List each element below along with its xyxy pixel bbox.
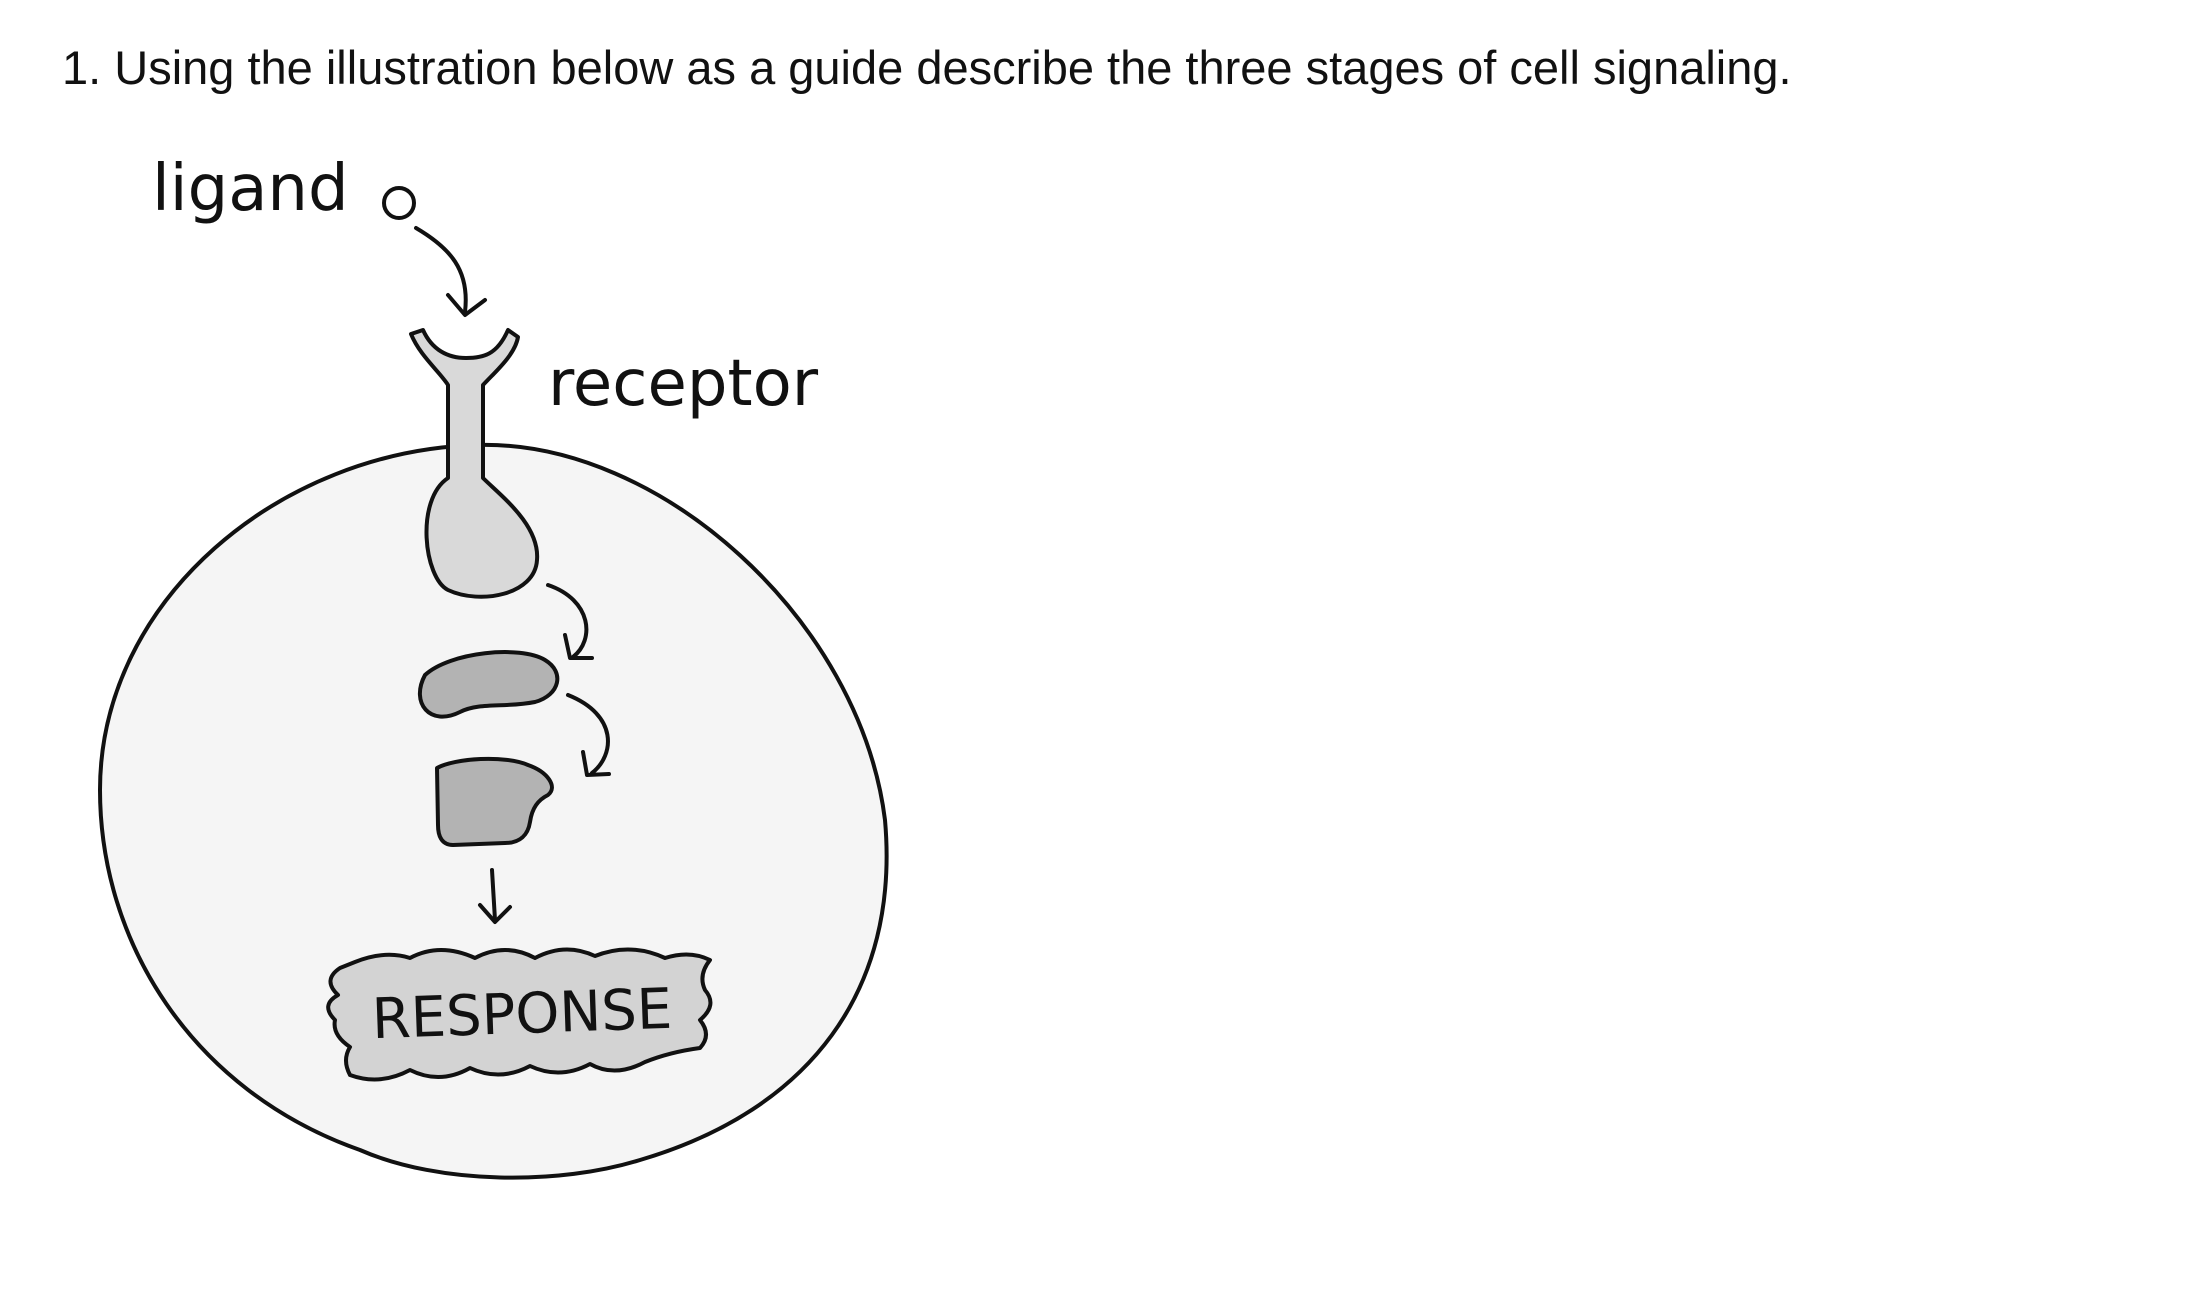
receptor	[409, 328, 540, 599]
question-text: 1. Using the illustration below as a gui…	[62, 41, 1792, 94]
relay-molecule-1	[418, 650, 560, 719]
relay-arrow-1	[546, 583, 589, 659]
relay-arrow-2	[566, 693, 610, 775]
response-label: RESPONSE	[371, 977, 674, 1052]
response-arrow	[490, 868, 497, 922]
relay-arrowhead-2	[581, 750, 611, 777]
relay-arrowhead-1	[563, 633, 594, 660]
ligand-label: ligand	[152, 152, 349, 226]
response-arrowhead	[478, 903, 512, 924]
ligand-binding-arrow	[414, 226, 468, 314]
receptor-label: receptor	[548, 347, 819, 421]
ligand-molecule	[382, 186, 416, 220]
relay-molecule-2	[435, 756, 554, 847]
response-burst	[326, 947, 713, 1082]
ligand-arrowhead	[446, 293, 487, 317]
